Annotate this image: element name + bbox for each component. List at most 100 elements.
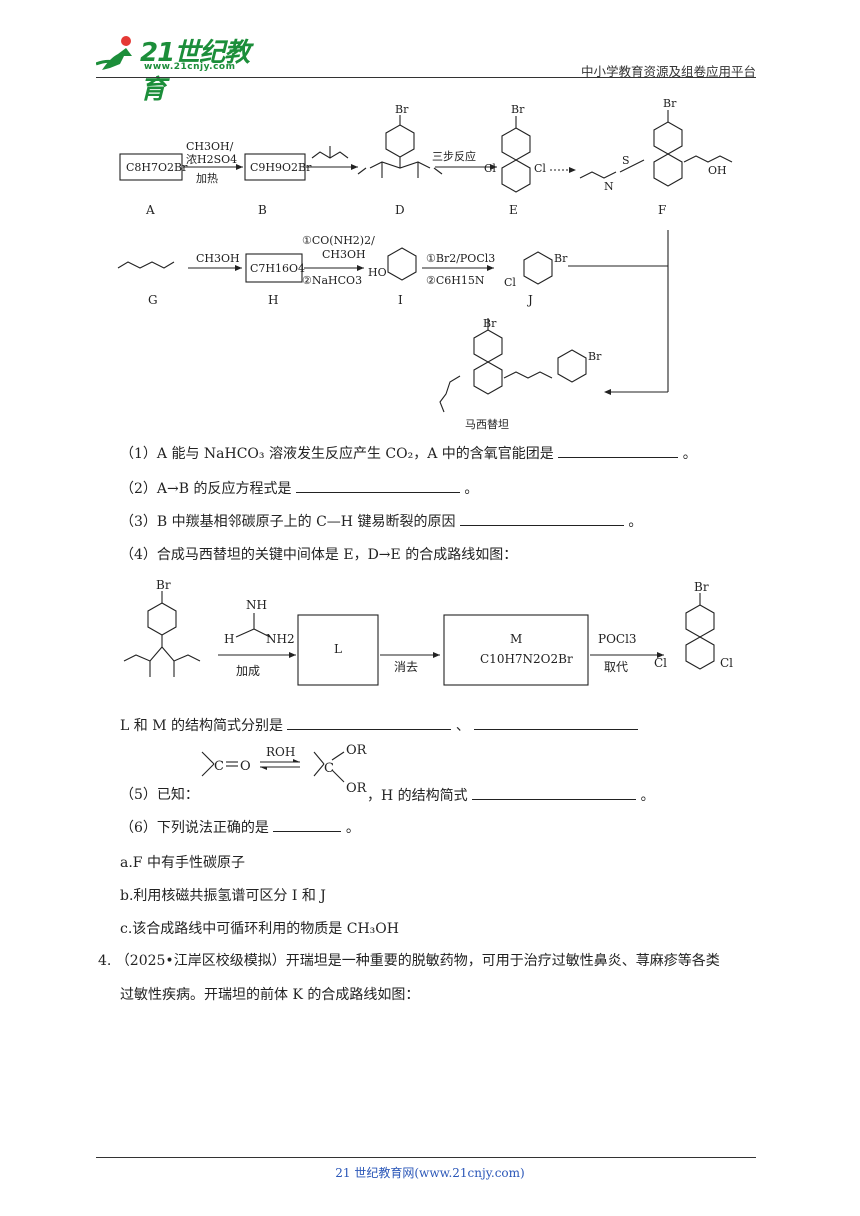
- period-3: 。: [628, 514, 643, 530]
- logo-url: www.21cnjy.com: [144, 62, 236, 72]
- F-OH: OH: [708, 164, 727, 177]
- E-Br: Br: [511, 103, 525, 116]
- header-divider: [96, 77, 756, 78]
- answer-blank-M[interactable]: [474, 715, 639, 730]
- question-5: ，H 的结构简式 。: [367, 785, 655, 806]
- footer-text[interactable]: 21 世纪教育网(www.21cnjy.com): [335, 1166, 525, 1180]
- box-M-formula: C10H7N2O2Br: [480, 652, 573, 666]
- answer-blank-5[interactable]: [472, 785, 637, 800]
- option-a[interactable]: a.F 中有手性碳原子: [120, 855, 245, 871]
- option-c[interactable]: c.该合成路线中可循环利用的物质是 CH₃OH: [120, 921, 399, 937]
- OR-bottom: OR: [346, 781, 368, 796]
- period-5: 。: [640, 788, 655, 804]
- svg-text:Br: Br: [156, 578, 171, 592]
- D-Br: Br: [395, 103, 409, 116]
- J-Cl: Cl: [504, 276, 516, 289]
- E-Cl-left: Cl: [484, 162, 496, 175]
- answer-blank-1[interactable]: [558, 443, 679, 458]
- option-b[interactable]: b.利用核磁共振氢谱可区分 I 和 J: [120, 888, 326, 904]
- J-pyrimidine-ring: [523, 251, 553, 285]
- period-6: 。: [345, 820, 360, 836]
- G-structure: [117, 261, 175, 269]
- H-label: H: [268, 293, 278, 307]
- reagent-H-I-2: CH3OH: [322, 248, 366, 261]
- B-formula: C9H9O2Br: [250, 161, 312, 174]
- F-S: S: [622, 154, 630, 167]
- step-addition: 加成: [236, 664, 260, 678]
- J-label: J: [526, 293, 533, 307]
- box-L-label: L: [334, 642, 342, 656]
- svg-text:Cl: Cl: [654, 656, 667, 670]
- G-label: G: [148, 293, 158, 307]
- reagent-I-J-2: ②C6H15N: [426, 274, 485, 287]
- runner-logo-icon: [95, 36, 132, 70]
- reagent-I-J-1: ①Br2/POCl3: [426, 252, 495, 265]
- A-label: A: [145, 203, 155, 217]
- box-M-label: M: [510, 632, 522, 646]
- D-benzene-ring: [385, 124, 415, 158]
- reagent-G-H: CH3OH: [196, 252, 240, 265]
- question-1: （1）A 能与 NaHCO₃ 溶液发生反应产生 CO₂，A 中的含氧官能团是 。: [120, 443, 697, 464]
- question-3-text: （3）B 中羰基相邻碳原子上的 C—H 键易断裂的原因: [120, 514, 456, 530]
- F-N: N: [604, 180, 614, 193]
- svg-text:C: C: [324, 761, 334, 776]
- F-pyrimidine-ring: [653, 153, 683, 187]
- period-1: 。: [682, 446, 697, 462]
- E-pyrimidine-ring: [501, 159, 531, 193]
- F-benzene-ring: [653, 121, 683, 155]
- separator: 、: [455, 718, 470, 734]
- question-3: （3）B 中羰基相邻碳原子上的 C—H 键易断裂的原因 。: [120, 511, 642, 532]
- question-4-LM-text: L 和 M 的结构简式分别是: [120, 718, 283, 734]
- synthesis-scheme-macitentan: C8H7O2Br A CH3OH/ 浓H2SO4 加热 C9H9O2Br B B…: [117, 97, 733, 431]
- box-H: [245, 253, 303, 283]
- product-Br2: Br: [588, 350, 602, 363]
- I-pyrimidine-ring: [387, 247, 417, 281]
- svg-text:Br: Br: [694, 580, 709, 594]
- F-Br: Br: [663, 97, 677, 110]
- question-4-LM: L 和 M 的结构简式分别是 、: [120, 715, 639, 736]
- answer-blank-3[interactable]: [459, 511, 624, 526]
- J-Br: Br: [554, 252, 568, 265]
- E-benzene-ring: [501, 127, 531, 161]
- reagent-POCl3: POCl3: [598, 632, 637, 646]
- answer-blank-6[interactable]: [273, 817, 342, 832]
- I-HO: HO: [368, 266, 387, 279]
- E-Cl-right: Cl: [534, 162, 546, 175]
- platform-title: 中小学教育资源及组卷应用平台: [580, 64, 756, 79]
- problem-4-line1: 4. （2025•江岸区校级模拟）开瑞坦是一种重要的脱敏药物，可用于治疗过敏性鼻…: [98, 953, 720, 969]
- A-formula: C8H7O2Br: [126, 161, 188, 174]
- question-5-text: ，H 的结构简式: [367, 788, 468, 804]
- page-header: 21世纪教育 www.21cnjy.com 中小学教育资源及组卷应用平台: [0, 0, 860, 105]
- box-B: [244, 153, 306, 181]
- I-label: I: [398, 293, 403, 307]
- product-bromopyrimidine-ring: [557, 349, 587, 383]
- reagent-NH2: NH2: [266, 632, 295, 646]
- question-6-text: （6）下列说法正确的是: [120, 820, 269, 836]
- question-6: （6）下列说法正确的是 。: [120, 817, 360, 838]
- synthesis-scheme-D-E: Br NH H NH2 加成 L 消去 M C10H7N2O2Br POCl3 …: [123, 578, 733, 686]
- H-formula: C7H16O4: [250, 262, 305, 275]
- reagent-1-line2: 浓H2SO4: [186, 153, 237, 166]
- D-benzene-ring-2: [147, 602, 177, 636]
- question-1-text: （1）A 能与 NaHCO₃ 溶液发生反应产生 CO₂，A 中的含氧官能团是: [120, 446, 554, 462]
- reagent-1-line3: 加热: [196, 172, 218, 185]
- OR-top: OR: [346, 743, 368, 758]
- question-2: （2）A→B 的反应方程式是 。: [120, 478, 478, 499]
- B-label: B: [258, 203, 267, 217]
- answer-blank-2[interactable]: [295, 478, 460, 493]
- period-2: 。: [464, 481, 479, 497]
- product-Br: Br: [483, 317, 497, 330]
- product-label: 马西替坦: [465, 417, 509, 431]
- footer-divider: [96, 1157, 756, 1158]
- E-pyrimidine-ring-2: [685, 636, 715, 670]
- reagent-ROH: ROH: [266, 745, 295, 759]
- question-5-prefix: （5）已知：: [120, 787, 199, 803]
- E-label: E: [509, 203, 518, 217]
- box-L: [297, 614, 379, 686]
- svg-text:Cl: Cl: [720, 656, 733, 670]
- site-logo[interactable]: 21世纪教育 www.21cnjy.com: [95, 34, 256, 105]
- answer-blank-L[interactable]: [287, 715, 452, 730]
- reagent-H-I-1: ①CO(NH2)2/: [302, 234, 375, 247]
- logo-text: 21世纪教育: [140, 38, 250, 105]
- reagent-H-I-3: ②NaHCO3: [302, 274, 362, 287]
